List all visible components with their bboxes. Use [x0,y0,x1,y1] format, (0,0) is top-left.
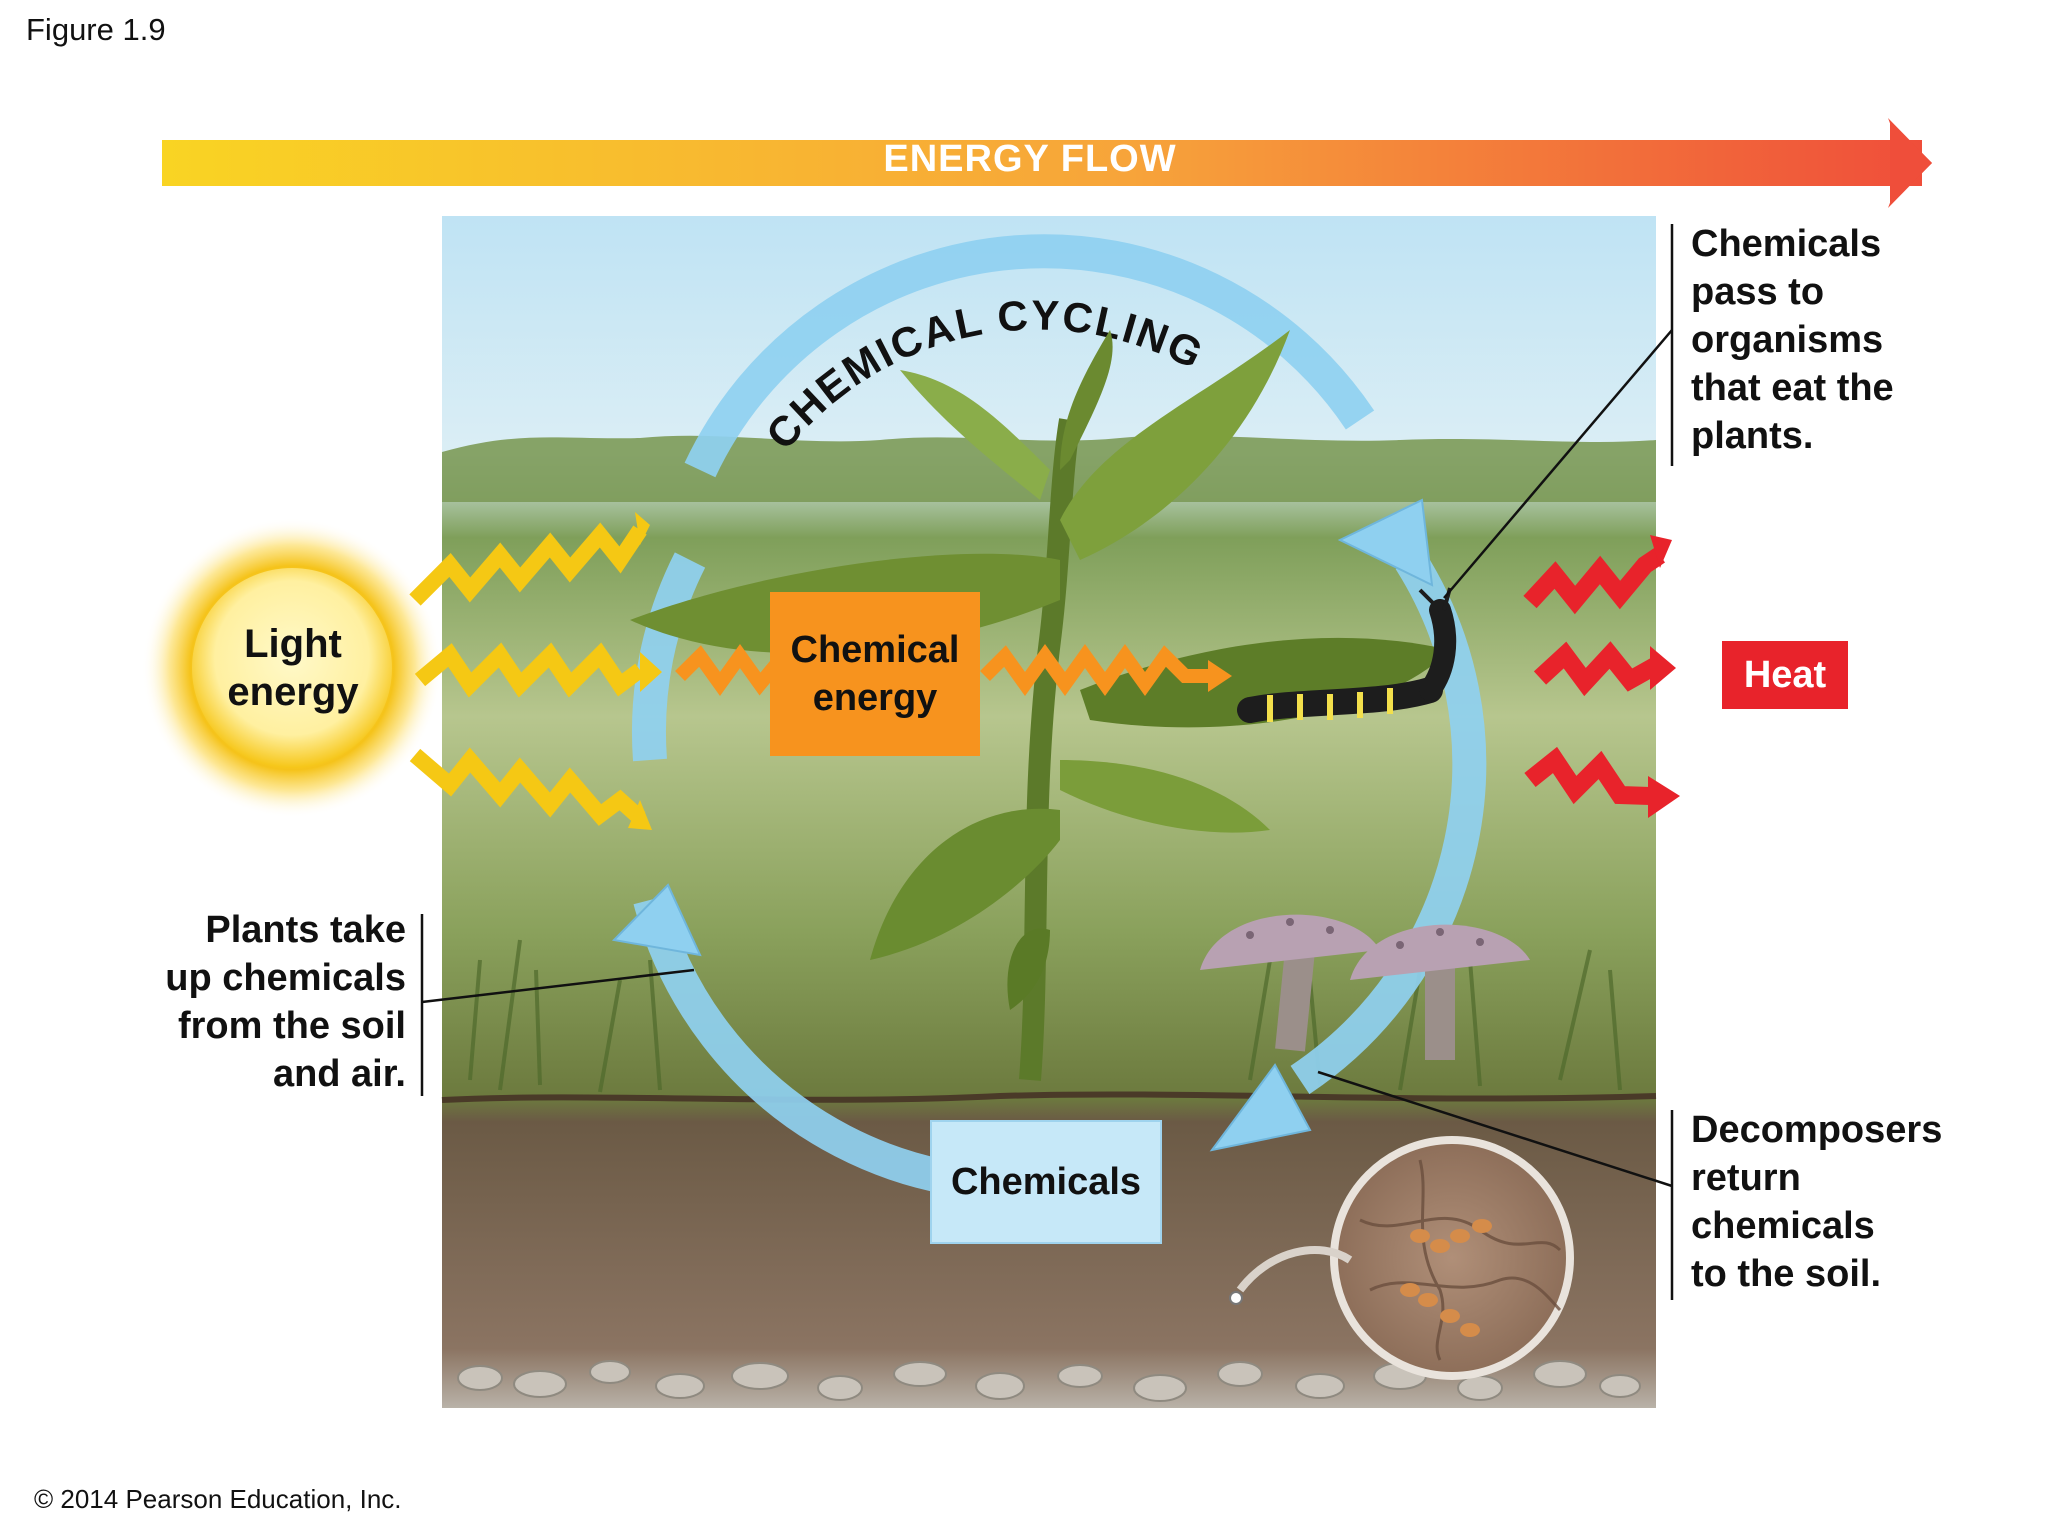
mushroom-icon [1200,914,1530,1060]
heat-box: Heat [1722,641,1848,709]
light-wave-arrowhead [640,652,662,692]
energy-flow-label: ENERGY FLOW [883,138,1177,180]
cycle-arrowhead-top [1337,498,1434,587]
chemical-energy-text: Chemical energy [790,629,960,719]
light-wave-arrowhead [628,800,652,830]
decomposer-magnifier-icon [1229,1136,1574,1380]
heat-wave-icon [1523,547,1665,805]
copyright: © 2014 Pearson Education, Inc. [34,1484,402,1514]
light-energy-label: Light energy [183,620,403,716]
light-wave-icon [409,522,647,826]
light-energy-text: Light energy [227,622,359,714]
energy-flow-arrow [162,118,1932,208]
figure-label: Figure 1.9 [26,12,166,47]
callout-leader-lines [420,224,1674,1300]
chemicals-box: Chemicals [930,1120,1162,1244]
chemical-energy-arrowhead [1208,660,1232,692]
caterpillar-icon [1237,587,1457,723]
chemical-energy-wave-icon [675,643,1210,697]
callout-consumers: Chemicals pass to organisms that eat the… [1691,223,1894,457]
light-wave-arrowhead [635,512,650,545]
heat-arrowhead [1650,535,1672,568]
callout-decomposers: Decomposers return chemicals to the soil… [1691,1109,1943,1295]
cycle-arrowhead-bottom-right [1209,1063,1312,1152]
heat-arrowhead [1648,776,1680,818]
callout-plants: Plants take up chemicals from the soil a… [165,909,406,1095]
heat-text: Heat [1743,653,1827,696]
chemicals-text: Chemicals [950,1160,1142,1203]
sun-icon [142,518,442,818]
cycle-arrowhead-left [611,883,702,957]
heat-arrowhead [1650,646,1676,690]
chemical-energy-box: Chemical energy [770,592,980,756]
